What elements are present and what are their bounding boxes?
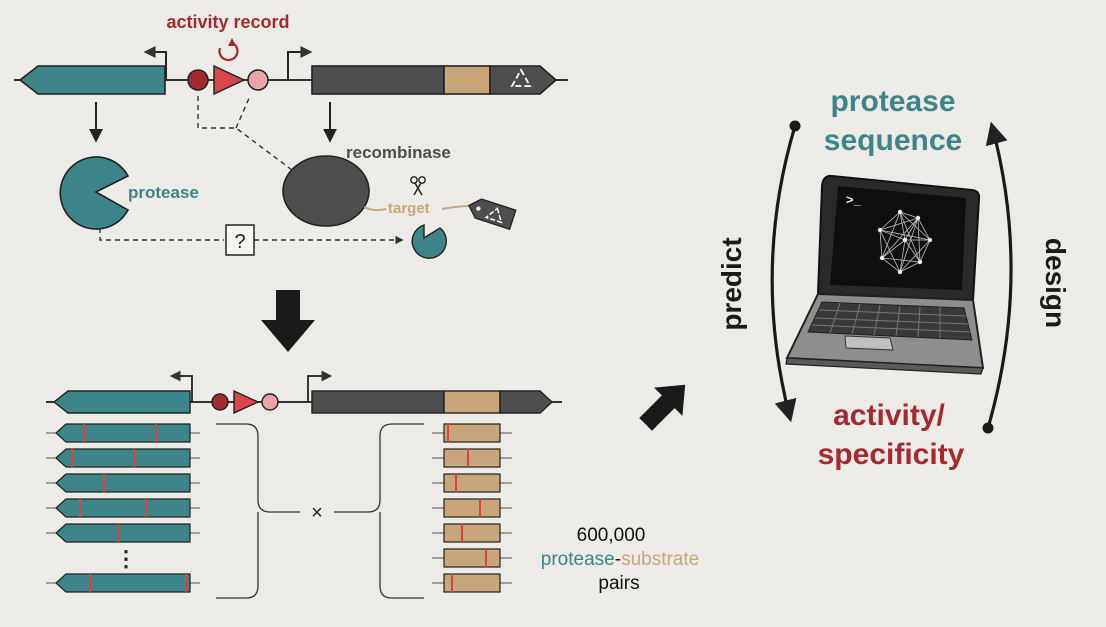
recombination-site (261, 393, 279, 411)
protease-variant (46, 448, 200, 468)
substrate-variant (432, 423, 512, 443)
degron-tag (489, 65, 558, 95)
degron-tag (499, 390, 554, 414)
target-linker (441, 205, 471, 210)
activity-record-label: activity record (166, 12, 289, 32)
inversion-icon (218, 43, 239, 62)
library-ellipsis: ⋮ (115, 546, 137, 571)
protease-variant (46, 498, 200, 518)
left-brace (216, 423, 300, 513)
cycle-bottom-label-line1: activity/ (833, 399, 945, 432)
recombination-site (247, 69, 269, 91)
target-sequence (443, 390, 501, 414)
design-label: design (1040, 238, 1071, 328)
predict-arrow (770, 125, 797, 423)
target-sequence (443, 65, 491, 95)
laptop-icon: >_ (785, 174, 985, 375)
recombinase-gene (311, 65, 445, 95)
promoter-arrow-icon (287, 46, 313, 80)
neural-network-nodes (877, 209, 933, 275)
cross-symbol: × (311, 502, 323, 524)
protease-gene (52, 390, 191, 414)
terminal-prompt-icon: >_ (846, 192, 862, 207)
recombinase-action-line (235, 95, 251, 129)
protease-label: protease (128, 183, 199, 202)
pair-count: 600,000 (577, 525, 646, 546)
protease-variant (46, 573, 200, 593)
substrate-variant (432, 548, 512, 568)
laptop-trackpad (844, 335, 894, 351)
substrate-variant (432, 523, 512, 543)
right-brace (334, 423, 424, 513)
degron-tag-free (467, 198, 517, 231)
pairs-word: pairs (598, 573, 639, 594)
recycle-icon (484, 207, 503, 224)
protease-variant-library: ⋮ (46, 423, 200, 593)
bottom-construct (46, 370, 562, 415)
recombinase-shape (282, 155, 370, 227)
substrate-variant-library (432, 423, 512, 593)
predict-label: predict (716, 237, 747, 330)
question-mark: ? (234, 231, 245, 253)
pair-hyphen: - (615, 549, 621, 570)
top-construct: activity record (14, 12, 568, 96)
recycle-icon (510, 68, 532, 87)
protease-variant (46, 423, 200, 443)
recombination-site (187, 69, 209, 91)
promoter-arrow-icon (307, 370, 333, 402)
target-label: target (388, 200, 430, 217)
cycle-top-label-line2: sequence (824, 124, 962, 157)
protease-cleaving-shape (411, 224, 447, 259)
pair-description: protease-substrate (541, 549, 699, 570)
cycle-bottom-label-line2: specificity (818, 438, 965, 471)
recombinase-gene (311, 390, 445, 414)
substrate-variant (432, 573, 512, 593)
left-brace (216, 512, 259, 599)
neural-network-icon (879, 211, 931, 273)
big-down-arrow (261, 290, 315, 352)
protease-gene (18, 65, 166, 95)
recombination-site (211, 393, 229, 411)
substrate-variant (432, 448, 512, 468)
promoter-arrow-icon (169, 370, 193, 402)
cycle-top-label-line1: protease (830, 85, 955, 118)
recombinase-label: recombinase (346, 143, 451, 162)
design-arrow (985, 121, 1013, 429)
unknown-interaction-line (99, 228, 224, 241)
protease-variant (46, 523, 200, 543)
substrate-variant (432, 473, 512, 493)
pair-word-protease: protease (541, 549, 615, 570)
protease-shape (59, 156, 130, 230)
invertible-element (213, 64, 246, 96)
laptop-screen (830, 186, 966, 290)
pair-word-substrate: substrate (621, 549, 699, 570)
inversion-icon-head (228, 38, 236, 46)
right-brace (379, 512, 424, 599)
protease-variant (46, 473, 200, 493)
invertible-element (233, 389, 260, 415)
scissors-icon (410, 176, 426, 196)
substrate-variant (432, 498, 512, 518)
laptop-keys (811, 302, 971, 338)
target-linker (363, 206, 387, 212)
question-box (225, 224, 255, 256)
diagonal-arrow (639, 384, 686, 431)
promoter-arrow-icon (143, 46, 167, 80)
